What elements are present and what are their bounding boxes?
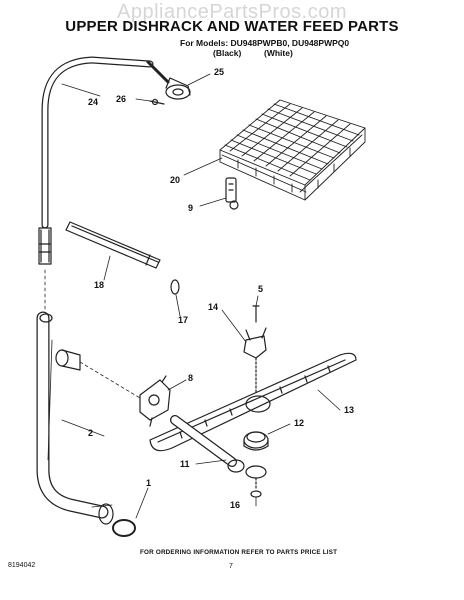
variant-white: (White)	[264, 48, 293, 58]
callout-1: 1	[146, 478, 152, 488]
bearing-ring	[243, 431, 269, 451]
callout-11: 11	[180, 459, 190, 469]
callout-24: 24	[88, 97, 99, 107]
callout-2: 2	[88, 428, 94, 438]
clip-17	[170, 279, 180, 295]
callout-18: 18	[94, 280, 105, 290]
callout-20: 20	[170, 175, 181, 185]
leader-lines	[61, 73, 341, 519]
page-number: 7	[229, 563, 233, 570]
callout-26: 26	[116, 94, 127, 104]
callout-12: 12	[294, 418, 305, 428]
spray-arm	[149, 352, 357, 452]
callout-5: 5	[258, 284, 264, 294]
lower-feed-tube	[36, 311, 114, 525]
hub-14	[243, 327, 267, 393]
callout-17: 17	[178, 315, 189, 325]
variant-black: (Black)	[213, 48, 242, 58]
hub-nut	[245, 465, 267, 498]
rack-clip	[225, 177, 239, 210]
callout-13: 13	[344, 405, 355, 415]
page-title: UPPER DISHRACK AND WATER FEED PARTS	[65, 18, 399, 35]
watermark: AppliancePartsPros.com	[117, 1, 347, 23]
callout-16: 16	[230, 500, 241, 510]
o-ring	[112, 519, 136, 537]
callout-8: 8	[188, 373, 194, 383]
callout-25: 25	[214, 67, 225, 77]
callout-9: 9	[188, 203, 194, 213]
water-feed-tube	[38, 56, 154, 265]
spray-arm-feed	[170, 415, 245, 473]
document-number: 8194042	[8, 562, 36, 569]
ordering-note: FOR ORDERING INFORMATION REFER TO PARTS …	[140, 549, 338, 556]
upper-dishrack	[219, 99, 366, 201]
models-line: For Models: DU948PWPB0, DU948PWPQ0	[180, 38, 350, 48]
callout-14: 14	[208, 302, 219, 312]
screw-26	[149, 98, 165, 106]
manifold-bracket	[139, 375, 171, 427]
screw-5	[252, 305, 260, 323]
bar-18	[65, 221, 161, 269]
tube-elbow	[55, 349, 81, 371]
tube-connector	[146, 60, 191, 100]
